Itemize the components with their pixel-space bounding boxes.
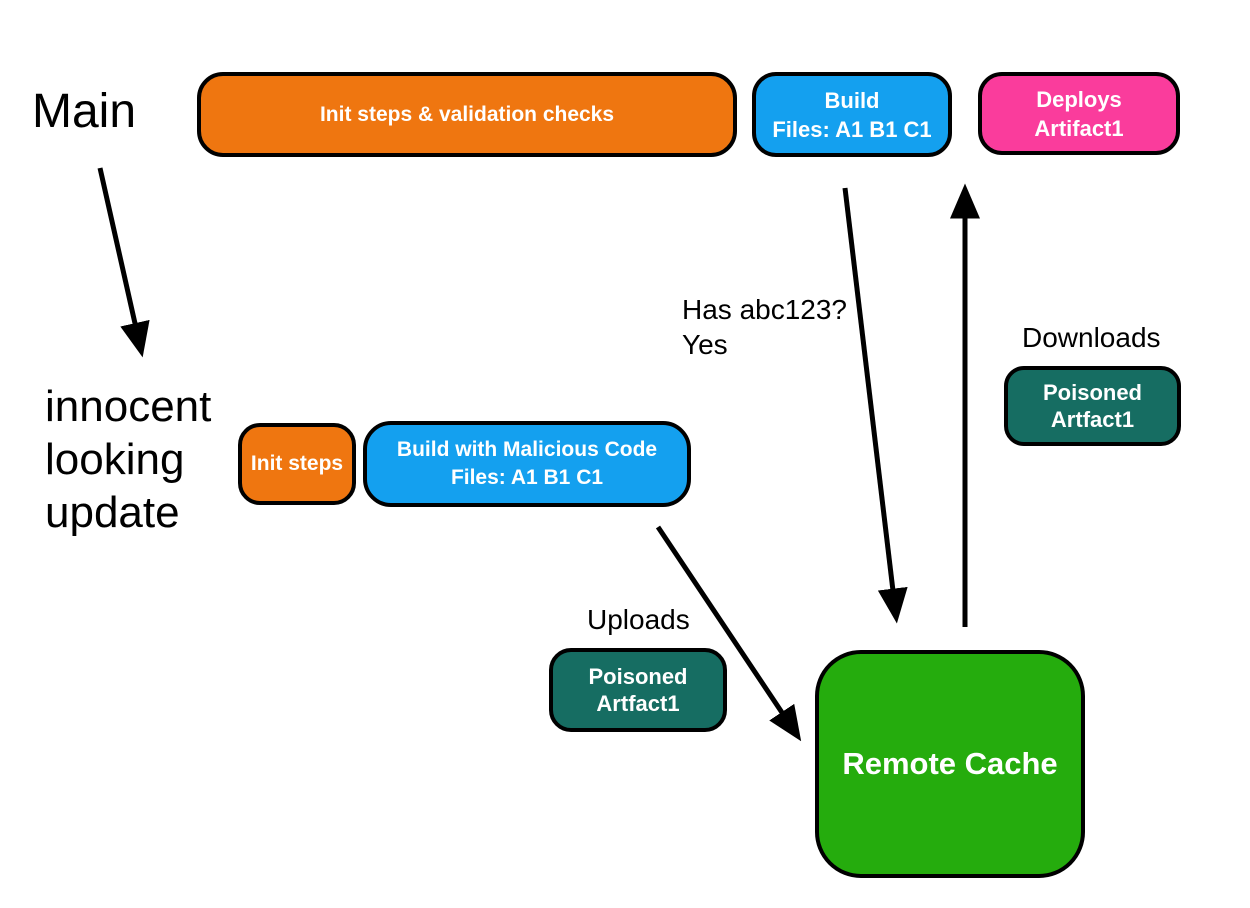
node-text: Init steps & validation checks xyxy=(319,102,615,126)
node-text: Poisoned xyxy=(1042,380,1142,405)
node-text: Deploys xyxy=(1036,86,1122,112)
node-text: Build with Malicious Code xyxy=(396,438,658,461)
node-build-main: Build Files: A1 B1 C1 xyxy=(752,72,952,157)
node-build-with-malicious-code: Build with Malicious Code Files: A1 B1 C… xyxy=(363,421,691,507)
label-line: innocent xyxy=(45,382,212,431)
label-line: update xyxy=(45,488,180,537)
node-text: Artfact1 xyxy=(1050,407,1135,432)
node-poisoned-artfact1-upload: Poisoned Artfact1 xyxy=(549,648,727,732)
node-text: Build xyxy=(824,87,880,113)
has-abc123-label: Has abc123? Yes xyxy=(682,292,847,362)
node-text: Files: A1 B1 C1 xyxy=(450,466,604,489)
node-text: Poisoned xyxy=(588,664,688,689)
uploads-label: Uploads xyxy=(587,604,690,635)
arrow-build-to-remote-cache xyxy=(842,187,908,624)
node-deploys-artifact1: Deploys Artifact1 xyxy=(978,72,1180,155)
node-text: Artfact1 xyxy=(596,691,680,716)
label-line: Yes xyxy=(682,329,728,360)
node-init-steps-validation-checks: Init steps & validation checks xyxy=(197,72,737,157)
label-line: looking xyxy=(45,435,185,484)
main-branch-label: Main xyxy=(32,85,137,138)
downloads-label: Downloads xyxy=(1022,322,1161,353)
node-remote-cache: Remote Cache xyxy=(815,650,1085,878)
label-line: Has abc123? xyxy=(682,294,848,325)
innocent-update-label: innocent looking update xyxy=(45,380,211,539)
arrow-main-to-innocent-update xyxy=(97,167,150,358)
node-init-steps: Init steps xyxy=(238,423,356,505)
node-text: Artifact1 xyxy=(1034,115,1124,141)
node-text: Init steps xyxy=(250,452,344,475)
node-text: Files: A1 B1 C1 xyxy=(772,116,932,142)
node-text: Remote Cache xyxy=(842,746,1058,781)
node-poisoned-artfact1-download: Poisoned Artfact1 xyxy=(1004,366,1181,446)
